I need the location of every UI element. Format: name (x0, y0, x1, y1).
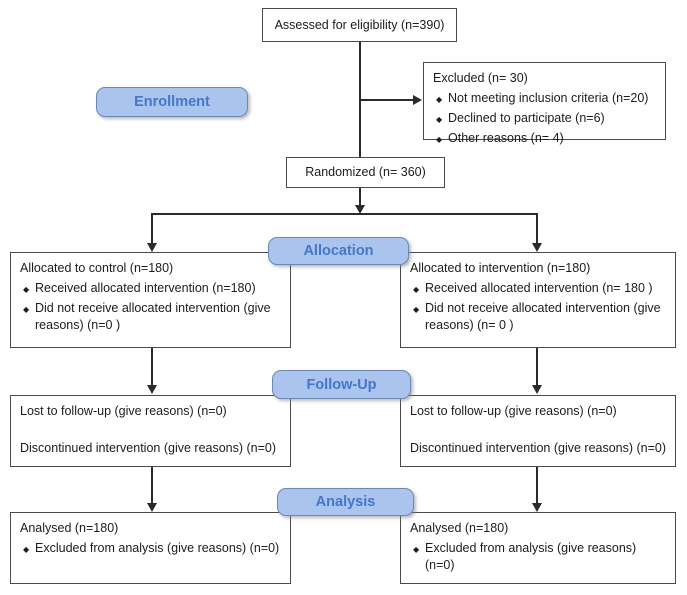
randomized-text: Randomized (n= 360) (305, 165, 426, 179)
connector-intervention-to-followup (536, 348, 538, 386)
assessed-text: Assessed for eligibility (n=390) (274, 17, 445, 32)
bullet-icon: ◆ (23, 305, 30, 314)
split-line (152, 213, 538, 215)
arrowhead-analysis-left (147, 503, 157, 512)
excluded-list: ◆Not meeting inclusion criteria (n=20) ◆D… (433, 90, 657, 147)
followup-intervention-line2: Discontinued intervention (give reasons)… (410, 441, 667, 455)
randomized-box: Randomized (n= 360) (286, 157, 445, 188)
followup-control-line2: Discontinued intervention (give reasons)… (20, 441, 277, 455)
connector-followup-to-analysis-right (536, 467, 538, 504)
followup-intervention-box: Lost to follow-up (give reasons) (n=0) D… (400, 395, 676, 467)
bullet-icon: ◆ (413, 545, 420, 554)
arrowhead-split (355, 205, 365, 214)
connector-control-to-followup (151, 348, 153, 386)
analysis-control-box: Analysed (n=180) ◆Excluded from analysis… (10, 512, 291, 584)
arrowhead-excluded (413, 95, 422, 105)
stage-label-enrollment: Enrollment (96, 87, 248, 117)
bullet-icon: ◆ (413, 285, 420, 294)
stage-label-analysis-text: Analysis (315, 494, 376, 510)
analysis-control-list: ◆Excluded from analysis (give reasons) (… (20, 540, 282, 557)
stage-label-allocation: Allocation (268, 237, 409, 265)
allocated-intervention-list: ◆Received allocated intervention (n= 180… (410, 280, 667, 334)
analysis-intervention-list: ◆Excluded from analysis (give reasons) (… (410, 540, 667, 574)
connector-followup-to-analysis-left (151, 467, 153, 504)
arrowhead-followup-left (147, 385, 157, 394)
assessed-box: Assessed for eligibility (n=390) (262, 8, 457, 42)
bullet-icon: ◆ (436, 135, 443, 144)
followup-control-line1: Lost to follow-up (give reasons) (n=0) (20, 404, 227, 418)
stage-label-followup-text: Follow-Up (306, 376, 377, 393)
allocated-intervention-box: Allocated to intervention (n=180) ◆Recei… (400, 252, 676, 348)
excluded-item: ◆Not meeting inclusion criteria (n=20) (433, 90, 657, 107)
bullet-icon: ◆ (436, 95, 443, 104)
allocated-control-list: ◆Received allocated intervention (n=180)… (20, 280, 282, 334)
connector-to-excluded (360, 99, 414, 101)
analysis-intervention-item: ◆Excluded from analysis (give reasons) (… (413, 541, 637, 572)
analysis-control-title: Analysed (n=180) (20, 521, 119, 535)
arrowhead-control (147, 243, 157, 252)
excluded-item: ◆Declined to participate (n=6) (433, 110, 657, 127)
stage-label-enrollment-text: Enrollment (134, 94, 210, 110)
allocated-control-item: ◆Did not receive allocated intervention … (23, 301, 271, 332)
stage-label-allocation-text: Allocation (303, 243, 374, 259)
bullet-icon: ◆ (413, 305, 420, 314)
analysis-intervention-box: Analysed (n=180) ◆Excluded from analysis… (400, 512, 676, 584)
bullet-icon: ◆ (23, 545, 30, 554)
bullet-icon: ◆ (436, 115, 443, 124)
connector-split-to-control (151, 213, 153, 244)
bullet-icon: ◆ (23, 285, 30, 294)
allocated-control-box: Allocated to control (n=180) ◆Received a… (10, 252, 291, 348)
followup-control-box: Lost to follow-up (give reasons) (n=0) D… (10, 395, 291, 467)
allocated-intervention-title: Allocated to intervention (n=180) (410, 261, 591, 275)
analysis-control-item: ◆Excluded from analysis (give reasons) (… (20, 540, 282, 557)
excluded-title: Excluded (n= 30) (433, 71, 528, 85)
allocated-intervention-item: ◆Did not receive allocated intervention … (413, 301, 661, 332)
allocated-control-item: ◆Received allocated intervention (n=180) (20, 280, 282, 297)
stage-label-analysis: Analysis (277, 488, 414, 516)
allocated-intervention-item: ◆Received allocated intervention (n= 180… (410, 280, 667, 297)
followup-intervention-line1: Lost to follow-up (give reasons) (n=0) (410, 404, 617, 418)
connector-randomized-to-split (359, 187, 361, 207)
arrowhead-intervention (532, 243, 542, 252)
analysis-intervention-title: Analysed (n=180) (410, 521, 509, 535)
arrowhead-analysis-right (532, 503, 542, 512)
allocated-control-title: Allocated to control (n=180) (20, 261, 174, 275)
excluded-box: Excluded (n= 30) ◆Not meeting inclusion … (423, 62, 666, 145)
stage-label-followup: Follow-Up (272, 370, 411, 399)
excluded-item: ◆Other reasons (n= 4) (433, 130, 657, 147)
connector-split-to-intervention (536, 213, 538, 244)
arrowhead-followup-right (532, 385, 542, 394)
